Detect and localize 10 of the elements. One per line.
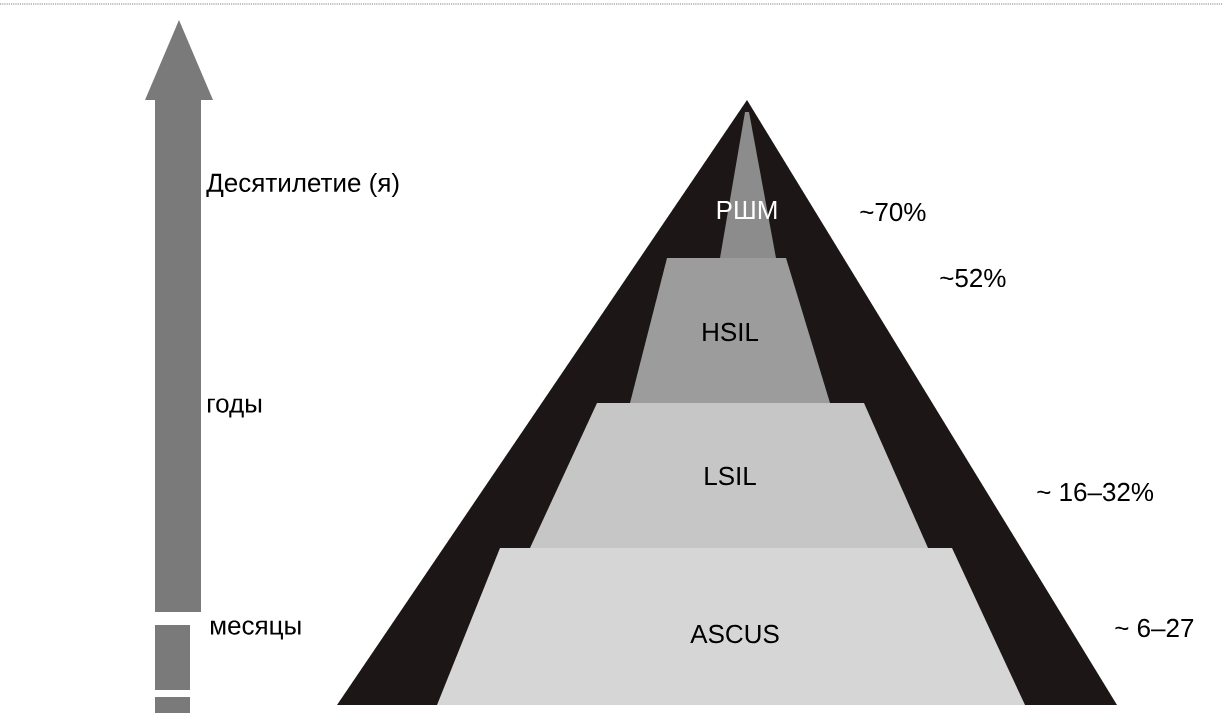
axis-label: Десятилетие (я) — [206, 172, 399, 198]
percentage-label: ~ 6–27 — [1115, 618, 1194, 638]
band-label: HSIL — [703, 322, 759, 342]
percentage-label: ~52% — [940, 268, 1006, 288]
axis-label: годы — [208, 398, 262, 418]
band-label: LSIL — [705, 466, 756, 486]
percentage-label: ~ 16–32% — [1037, 482, 1154, 502]
band-label: ASCUS — [690, 624, 779, 644]
axis-label: месяцы — [211, 620, 301, 640]
percentage-label: ~70% — [860, 202, 926, 222]
